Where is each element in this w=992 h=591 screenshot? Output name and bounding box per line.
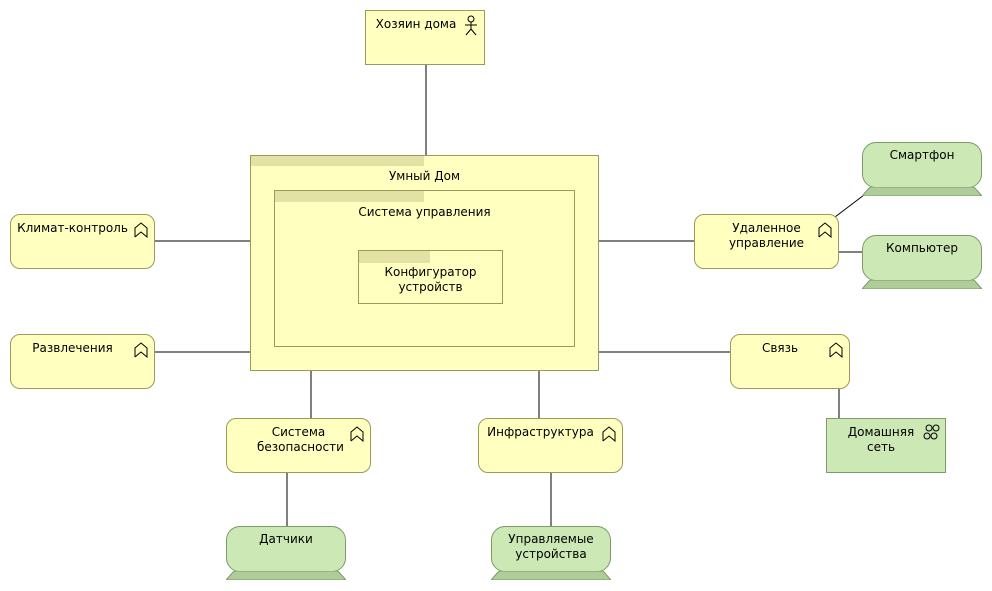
function-infrastructure[interactable]: Инфраструктура [478,418,623,473]
system-title: Умный Дом [388,169,461,183]
function-infrastructure-label: Инфраструктура [487,425,594,439]
function-entertainment-label: Развлечения [32,341,113,355]
actor-home-owner[interactable]: Хозяин дома [365,10,485,65]
function-security-label: Система безопасности [257,425,344,454]
actor-label: Хозяин дома [375,17,457,31]
device-smartphone[interactable]: Смартфон [862,142,982,196]
control-subsystem-top-border [424,190,575,203]
device-configurator[interactable]: Конфигуратор устройств [358,263,503,304]
subsystem-title: Система управления [358,205,491,219]
function-remote-label: Удаленное управление [728,221,805,250]
device-managed[interactable]: Управляемые устройства [491,526,611,580]
function-security-system[interactable]: Система безопасности [226,418,371,473]
function-icon [602,426,616,442]
device-computer-label: Компьютер [886,241,958,255]
function-icon [829,342,843,358]
device-base [862,187,982,196]
network-icon [923,424,940,440]
line-remote-smartphone [834,194,865,218]
function-icon [134,222,148,238]
home-network[interactable]: Домашняя сеть [826,418,946,473]
device-sensors-label: Датчики [259,532,313,546]
function-communication-label: Связь [761,341,799,355]
device-base [862,280,982,289]
function-icon [818,222,832,238]
device-smartphone-label: Смартфон [889,148,955,162]
function-entertainment[interactable]: Развлечения [10,334,155,389]
home-network-label: Домашняя сеть [847,425,915,454]
function-climate-control[interactable]: Климат-контроль [10,214,155,269]
device-base [491,571,611,580]
function-communication[interactable]: Связь [730,334,850,389]
component-tab [358,250,431,264]
smart-home-system-top-border [424,155,599,167]
device-managed-label: Управляемые устройства [508,532,594,561]
device-base [226,571,346,580]
function-climate-label: Климат-контроль [17,221,128,235]
device-sensors[interactable]: Датчики [226,526,346,580]
function-remote-control[interactable]: Удаленное управление [694,214,839,269]
device-computer[interactable]: Компьютер [862,235,982,289]
component-title: Конфигуратор устройств [384,265,477,294]
device-configurator-top-border [430,250,503,264]
function-icon [350,426,364,442]
actor-icon [465,15,477,36]
function-icon [134,342,148,358]
